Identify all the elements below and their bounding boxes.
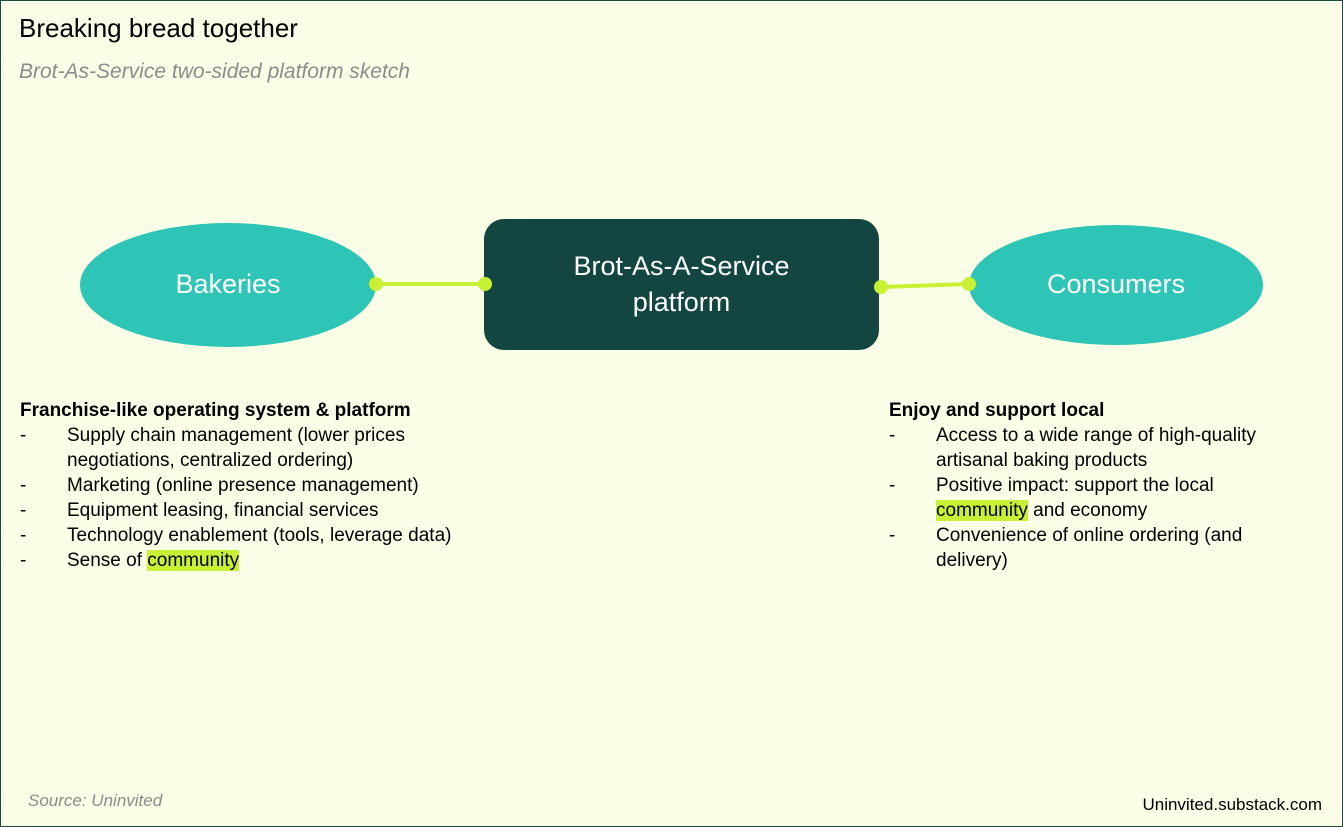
consumers-label: Consumers: [1046, 269, 1186, 300]
list-item: - Access to a wide range of high-quality …: [889, 423, 1309, 473]
connector-endpoint: [478, 277, 492, 291]
bakeries-benefits-heading: Franchise-like operating system & platfo…: [20, 400, 411, 421]
platform-box: [484, 219, 879, 350]
list-item: - Supply chain management (lower prices n…: [20, 423, 470, 473]
platform-label: Brot-As-A-Service platform: [573, 251, 790, 317]
community-highlight: community: [147, 550, 240, 571]
list-item-text: Supply chain management (lower prices ne…: [67, 425, 405, 471]
bullet-dash: -: [889, 525, 896, 546]
connector-endpoint: [369, 277, 383, 291]
list-item-text: Sense of: [67, 550, 148, 571]
bullet-dash: -: [20, 475, 27, 496]
list-item-text: and economy: [1027, 500, 1148, 521]
bakeries-label: Bakeries: [175, 269, 281, 300]
list-item-text: Marketing (online presence management): [67, 475, 419, 496]
list-item-text: Convenience of online ordering (and deli…: [936, 525, 1243, 571]
bullet-dash: -: [889, 425, 896, 446]
bullet-dash: -: [20, 525, 27, 546]
bullet-dash: -: [889, 475, 896, 496]
bullet-dash: -: [20, 425, 27, 446]
bullet-dash: -: [20, 500, 27, 521]
consumers-benefits-heading: Enjoy and support local: [889, 400, 1105, 421]
list-item-text: Technology enablement (tools, leverage d…: [67, 525, 452, 546]
list-item-text: Equipment leasing, financial services: [67, 500, 379, 521]
bullet-dash: -: [20, 550, 27, 571]
list-item: - Sense of community: [20, 548, 470, 573]
list-item: - Convenience of online ordering (and del…: [889, 523, 1309, 573]
consumers-benefits: Enjoy and support local - Access to a wid…: [889, 398, 1309, 573]
connector-endpoint: [962, 277, 976, 291]
list-item-text: Access to a wide range of high-quality a…: [936, 425, 1257, 471]
slide-subtitle: Brot-As-Service two-sided platform sketc…: [19, 60, 410, 83]
list-item: - Marketing (online presence management): [20, 473, 470, 498]
bakeries-benefits: Franchise-like operating system & platfo…: [20, 398, 470, 573]
list-item-text: Positive impact: support the local: [936, 475, 1214, 496]
list-item: - Equipment leasing, financial services: [20, 498, 470, 523]
bakeries-ellipse: [80, 223, 376, 347]
connector-platform-consumers: [880, 282, 970, 289]
connector-endpoint: [874, 280, 888, 294]
list-item: - Technology enablement (tools, leverage …: [20, 523, 470, 548]
consumers-ellipse: [969, 225, 1263, 345]
community-highlight: community: [936, 500, 1028, 521]
list-item: - Positive impact: support the local commu…: [889, 473, 1309, 523]
source-note: Source: Uninvited: [28, 791, 163, 810]
site-credit: Uninvited.substack.com: [1142, 795, 1322, 814]
slide-title: Breaking bread together: [19, 13, 298, 43]
